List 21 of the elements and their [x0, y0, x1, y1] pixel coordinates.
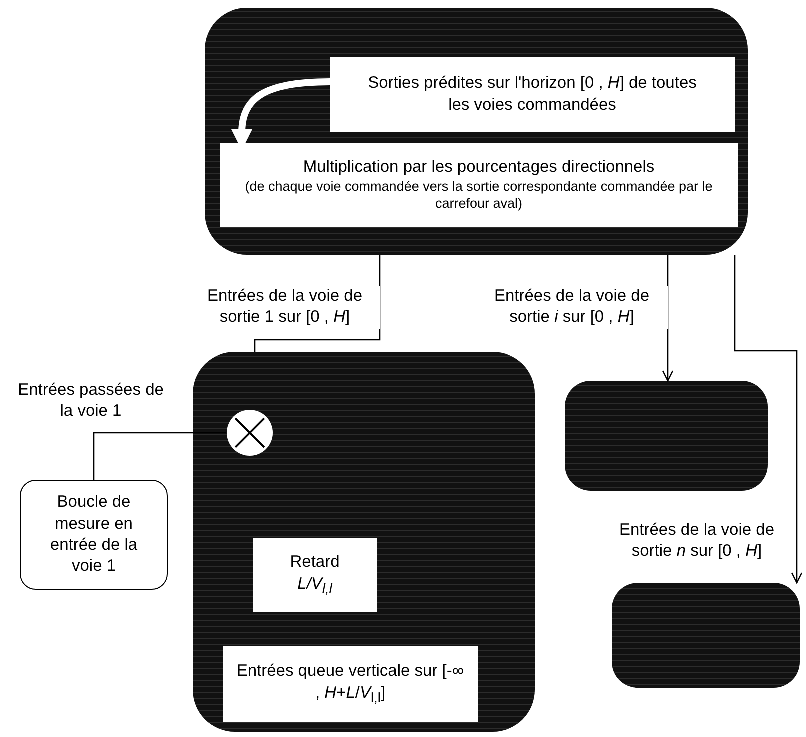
box-text: Multiplication par les pourcentages directionnels — [303, 157, 655, 178]
controller-block — [612, 583, 800, 688]
process-box — [253, 538, 377, 612]
connector-line — [93, 432, 226, 480]
multiplier-node — [226, 409, 274, 457]
box-subtext: (de chaque voie commandée vers la sortie correspondante commandée par le carrefour aval) — [244, 178, 714, 213]
box-text: Entrées queue verticale sur [-∞ , H+L/V$_{l,l}$] — [236, 661, 466, 707]
measurement-box — [20, 480, 168, 590]
box-text: Sorties prédites sur l'horizon [0 , H] de toutes les voies commandées — [368, 73, 698, 116]
arrow — [734, 255, 803, 584]
controller-block — [205, 8, 748, 255]
controller-block — [193, 352, 535, 732]
box-text: Boucle de mesure en entrée de la voie 1 — [49, 492, 139, 578]
arrow — [662, 255, 674, 382]
box-text: Retard — [290, 552, 340, 574]
process-box — [223, 646, 478, 722]
process-box — [220, 143, 738, 227]
connector-line — [254, 255, 381, 352]
box-subtext: L/V$_{l,l}$ — [298, 574, 332, 598]
process-box — [330, 57, 735, 132]
controller-block — [565, 381, 768, 491]
